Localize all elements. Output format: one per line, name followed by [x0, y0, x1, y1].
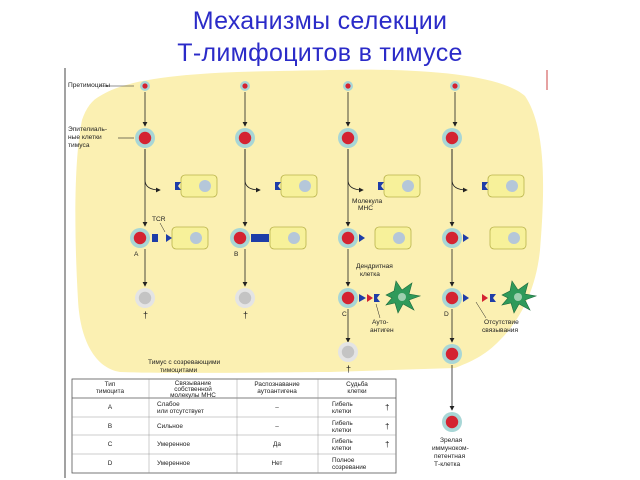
header-fate-2: клетки [347, 388, 367, 395]
epithelial-cell-a2 [171, 226, 209, 250]
death-mark-b: † [243, 310, 248, 320]
row-b-fate-2: клетки [332, 427, 352, 434]
label-no-binding-1: Отсутствие [484, 319, 519, 326]
row-c-death-mark: † [385, 440, 389, 449]
epithelial-cell-b2 [269, 226, 307, 250]
row-b-recognition: – [275, 423, 279, 430]
thymocyte-a-binding [130, 228, 150, 248]
epithelial-cell-b1 [280, 174, 318, 198]
thymocyte-a [135, 128, 155, 148]
label-thymus-2: тимоцитами [160, 367, 198, 374]
label-dendritic-2: клетка [360, 271, 380, 278]
fate-table: Тип тимоцита Связывание собственной моле… [71, 378, 397, 474]
thymocyte-d-binding [442, 228, 462, 248]
header-binding-3: молекулы МНС [170, 392, 216, 399]
header-recognition-2: аутоантигена [257, 388, 297, 395]
dead-cell-c [338, 342, 358, 362]
death-mark-c: † [346, 364, 351, 374]
thymocyte-d [442, 128, 462, 148]
row-c-type: C [108, 441, 113, 448]
row-a-binding-2: или отсутствует [157, 408, 204, 415]
row-c-fate-1: Гибель [332, 437, 353, 445]
thymocyte-c [338, 128, 358, 148]
row-c-recognition: Да [273, 441, 281, 448]
epithelial-cell-a1 [180, 174, 218, 198]
mature-t-cell [442, 412, 462, 432]
epithelial-cell-c1 [383, 174, 421, 198]
column-a: TCR A † [100, 81, 218, 320]
column-d: D Отсутствие связывания Зрелая иммуноком… [432, 81, 538, 468]
label-col-a: A [134, 251, 139, 258]
thymocyte-b [235, 128, 255, 148]
header-type-1: Тип [105, 381, 116, 388]
row-b-type: B [108, 423, 112, 430]
epithelial-cell-c2 [374, 226, 412, 250]
row-d-fate-2: созревание [332, 464, 367, 471]
header-fate-1: Судьба [346, 380, 368, 388]
title-line-1: Механизмы селекции [192, 7, 448, 35]
thymocyte-c-binding [338, 228, 358, 248]
label-mature-2: иммуноком- [432, 445, 469, 452]
epithelial-cell-d2 [489, 226, 527, 250]
row-b-fate-1: Гибель [332, 419, 353, 427]
label-col-c: C [342, 311, 347, 318]
title-line-2: Т-лимфоцитов в тимусе [177, 39, 463, 67]
label-epithelial-2: ные клетки [68, 134, 102, 141]
label-tcr: TCR [152, 216, 166, 223]
label-mhc-2: МНС [358, 205, 373, 212]
thymocyte-c-autoantigen [338, 288, 358, 308]
label-mhc-1: Молекула [352, 198, 383, 205]
label-mature-3: петентная [434, 453, 466, 460]
row-d-type: D [108, 460, 113, 467]
header-type-2: тимоцита [96, 388, 125, 395]
row-a-type: A [108, 404, 113, 411]
row-d-binding: Умеренное [157, 460, 190, 467]
label-col-b: B [234, 251, 239, 258]
label-dendritic-1: Дендритная [356, 263, 393, 270]
dead-cell-b [235, 288, 255, 308]
label-thymus-1: Тимус с созревающими [148, 359, 221, 366]
row-d-recognition: Нет [272, 460, 283, 467]
row-b-death-mark: † [385, 422, 389, 431]
row-a-binding-1: Слабое [157, 400, 180, 408]
row-d-fate-1: Полное [332, 457, 355, 464]
death-mark-a: † [143, 310, 148, 320]
dead-cell-a [135, 288, 155, 308]
row-c-fate-2: клетки [332, 445, 352, 452]
row-a-fate-2: клетки [332, 408, 352, 415]
label-autoantigen-1: Ауто- [372, 319, 388, 326]
header-binding-2: собственной [174, 385, 212, 393]
dendritic-cell-d [501, 280, 538, 314]
row-a-recognition: – [275, 404, 279, 411]
header-binding-1: Связывание [175, 380, 212, 387]
label-autoantigen-2: антиген [370, 327, 394, 334]
label-mature-4: Т-клетка [434, 461, 461, 468]
thymocyte-b-binding [230, 228, 250, 248]
thymus-region [75, 69, 544, 373]
label-mature-1: Зрелая [440, 437, 463, 444]
row-a-death-mark: † [385, 403, 389, 412]
dendritic-cell-c [385, 280, 422, 314]
label-epithelial-1: Эпителиаль- [68, 126, 107, 133]
row-a-fate-1: Гибель [332, 400, 353, 408]
row-c-binding: Умеренное [157, 441, 190, 448]
thymocyte-d-no-binding [442, 288, 462, 308]
label-no-binding-2: связывания [482, 327, 518, 334]
epithelial-cell-d1 [487, 174, 525, 198]
label-prethymocytes: Претимоциты [68, 82, 110, 89]
column-c: Молекула МНС Дендритная клетка C Ауто- а… [338, 81, 422, 374]
label-col-d: D [444, 311, 449, 318]
row-b-binding: Сильное [157, 423, 183, 430]
thymocyte-d-maturing [442, 344, 462, 364]
label-epithelial-3: тимуса [68, 142, 90, 149]
column-b: B † [230, 81, 318, 320]
header-recognition-1: Распознавание [254, 381, 300, 388]
